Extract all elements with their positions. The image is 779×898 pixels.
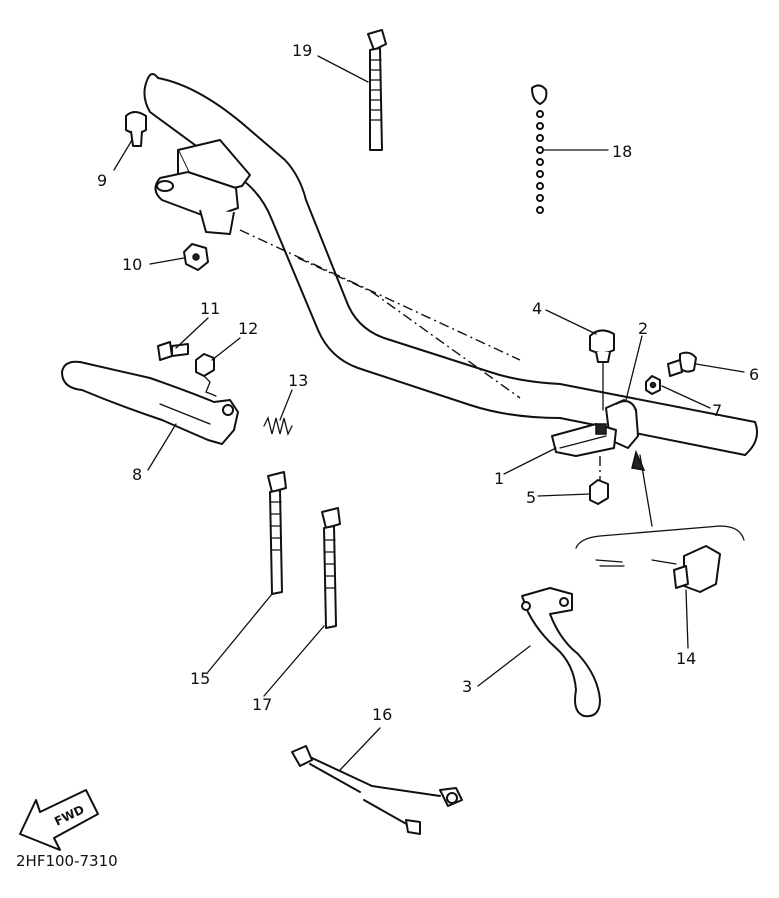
part-18-bead-chain <box>531 84 548 214</box>
part-15-tie-band <box>267 471 287 595</box>
callout-7: 7 <box>712 401 722 420</box>
callout-18: 18 <box>612 142 632 161</box>
callout-19: 19 <box>292 41 312 60</box>
callout-6: 6 <box>749 365 759 384</box>
callout-8: 8 <box>132 465 142 484</box>
callout-10: 10 <box>122 255 142 274</box>
callout-17: 17 <box>252 695 272 714</box>
callout-16: 16 <box>372 705 392 724</box>
callout-9: 9 <box>97 171 107 190</box>
part-11-bolt <box>157 341 189 361</box>
part-7-nut <box>645 375 661 395</box>
part-9-bolt <box>125 111 147 147</box>
callout-15: 15 <box>190 669 210 688</box>
master-cylinder-clamp <box>154 139 251 235</box>
part-5-nut <box>589 456 609 505</box>
callout-3: 3 <box>462 677 472 696</box>
part-14-switch-inset <box>575 449 745 593</box>
part-17-tie-band <box>321 507 341 629</box>
part-16-wire-harness <box>291 745 463 835</box>
part-10-nut <box>183 243 209 271</box>
part-8-brake-lever <box>61 360 239 445</box>
callout-13: 13 <box>288 371 308 390</box>
leader-lines <box>113 55 745 771</box>
callout-labels: 19 18 9 10 11 12 13 8 4 2 6 7 1 5 14 3 1… <box>97 41 759 724</box>
callout-5: 5 <box>526 488 536 507</box>
callout-12: 12 <box>238 319 258 338</box>
callout-11: 11 <box>200 299 220 318</box>
part-12-nut <box>195 353 217 397</box>
callout-1: 1 <box>494 469 504 488</box>
callout-2: 2 <box>638 319 648 338</box>
callout-14: 14 <box>676 649 696 668</box>
part-19-tie-band <box>367 29 387 151</box>
part-3-clutch-lever <box>521 587 601 718</box>
part-6-bolt <box>667 351 697 377</box>
fwd-arrow-icon: FWD <box>19 789 99 851</box>
part-1-bracket <box>551 423 617 457</box>
part-13-spring <box>263 416 293 436</box>
handlebar <box>143 73 758 456</box>
callout-4: 4 <box>532 299 542 318</box>
drawing-code: 2HF100-7310 <box>16 852 118 870</box>
part-4-bolt <box>589 329 615 411</box>
